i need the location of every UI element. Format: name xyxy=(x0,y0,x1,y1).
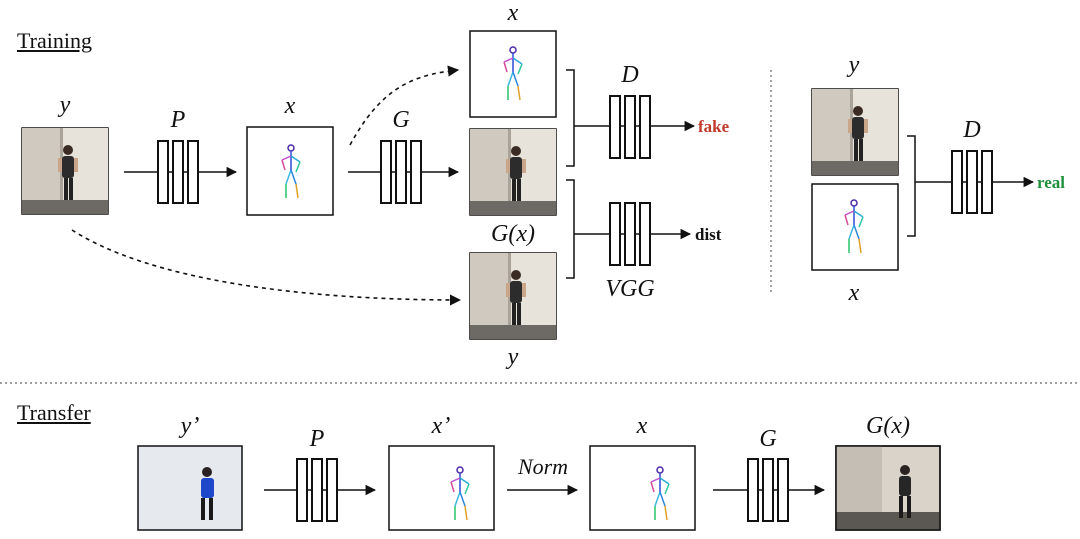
training-pose-label: x xyxy=(284,93,296,119)
transfer-normalized-pose-label: x xyxy=(636,413,648,439)
discriminator-label: D xyxy=(620,62,638,88)
transfer-source-photo xyxy=(137,445,243,531)
training-section-title: Training xyxy=(17,28,92,53)
training-top-pose-image xyxy=(469,30,557,118)
generator-label: G xyxy=(392,107,409,133)
transfer-pose-net-stack xyxy=(296,458,338,522)
norm-label: Norm xyxy=(517,454,568,479)
real-discriminator-stack xyxy=(951,150,993,214)
real-pair-photo xyxy=(811,88,899,176)
real-output-label: real xyxy=(1037,173,1065,192)
training-pose-image xyxy=(246,126,334,216)
transfer-source-pose-label: x’ xyxy=(431,413,451,439)
transfer-output-label: G(x) xyxy=(866,413,910,439)
training-input-label: y xyxy=(58,92,71,118)
training-bottom-photo-label: y xyxy=(506,344,519,370)
vgg-stack xyxy=(609,202,651,266)
transfer-normalized-pose-image xyxy=(589,445,696,531)
pose-net-stack xyxy=(157,140,199,204)
discriminator-stack xyxy=(609,95,651,159)
pose-net-label: P xyxy=(170,107,186,133)
generated-photo xyxy=(469,128,557,216)
transfer-generator-stack xyxy=(747,458,789,522)
generator-stack xyxy=(380,140,422,204)
dist-output-label: dist xyxy=(695,225,722,244)
real-pair-bottom-label: x xyxy=(848,280,860,306)
dashed-arrow-input-to-y xyxy=(71,229,462,306)
training-top-pose-label: x xyxy=(507,0,519,26)
real-pair-top-label: y xyxy=(847,52,860,78)
training-bottom-photo xyxy=(469,252,557,340)
transfer-source-pose-image xyxy=(388,445,495,531)
transfer-generator-label: G xyxy=(759,426,776,452)
transfer-output-photo xyxy=(835,445,941,531)
generated-photo-label: G(x) xyxy=(491,221,535,247)
transfer-source-label: y’ xyxy=(179,413,200,439)
vgg-label: VGG xyxy=(605,276,654,302)
dashed-arrow-pose-to-x xyxy=(349,65,460,146)
transfer-pose-net-label: P xyxy=(309,426,325,452)
real-pair-pose-image xyxy=(811,183,899,271)
real-discriminator-label: D xyxy=(962,117,980,143)
transfer-section-title: Transfer xyxy=(17,400,91,425)
training-input-photo xyxy=(21,127,109,215)
fake-output-label: fake xyxy=(698,117,730,136)
